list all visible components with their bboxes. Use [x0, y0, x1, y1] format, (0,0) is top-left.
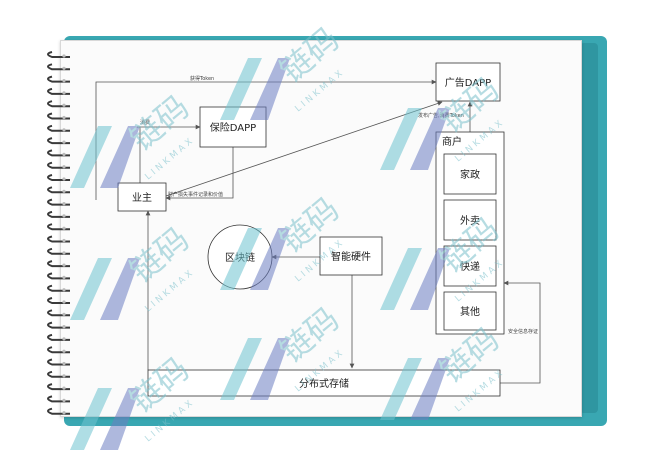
spiral-ring [48, 187, 70, 193]
watermark: 链码LINKMAX [220, 20, 347, 120]
merchant-item-label: 家政 [460, 168, 480, 181]
watermark: 链码LINKMAX [70, 88, 197, 188]
spiral-ring [48, 52, 70, 58]
spiral-ring [48, 384, 70, 390]
edge-label-secure: 安全信息存证 [508, 328, 538, 335]
merchant-item-label: 其他 [460, 305, 480, 318]
spiral-ring [48, 396, 70, 402]
spiral-ring [48, 212, 70, 218]
spiral-ring [48, 101, 70, 107]
spiral-binding [48, 52, 70, 414]
spiral-ring [48, 200, 70, 206]
spiral-ring [48, 77, 70, 83]
edge-label-asset: 财产损失事件记录和价值 [168, 191, 223, 198]
spiral-ring [48, 224, 70, 230]
spiral-ring [48, 64, 70, 70]
spiral-ring [48, 335, 70, 341]
watermark: 链码LINKMAX [70, 350, 197, 450]
node-insurance-label: 保险DAPP [210, 121, 256, 134]
edge-label-top-token: 获得Token [190, 75, 214, 82]
spiral-ring [48, 150, 70, 156]
spiral-ring [48, 372, 70, 378]
spiral-ring [48, 360, 70, 366]
spiral-ring [48, 409, 70, 415]
spiral-ring [48, 163, 70, 169]
spiral-ring [48, 114, 70, 120]
spiral-ring [48, 310, 70, 316]
node-owner-label: 业主 [132, 192, 152, 204]
spiral-ring [48, 138, 70, 144]
spiral-ring [48, 126, 70, 132]
spiral-ring [48, 298, 70, 304]
spiral-ring [48, 286, 70, 292]
spiral-ring [48, 273, 70, 279]
spiral-ring [48, 237, 70, 243]
spiral-ring [48, 89, 70, 95]
spiral-ring [48, 249, 70, 255]
spiral-ring [48, 261, 70, 267]
watermark: 链码LINKMAX [70, 220, 197, 320]
spiral-ring [48, 347, 70, 353]
spiral-ring [48, 323, 70, 329]
spiral-ring [48, 175, 70, 181]
